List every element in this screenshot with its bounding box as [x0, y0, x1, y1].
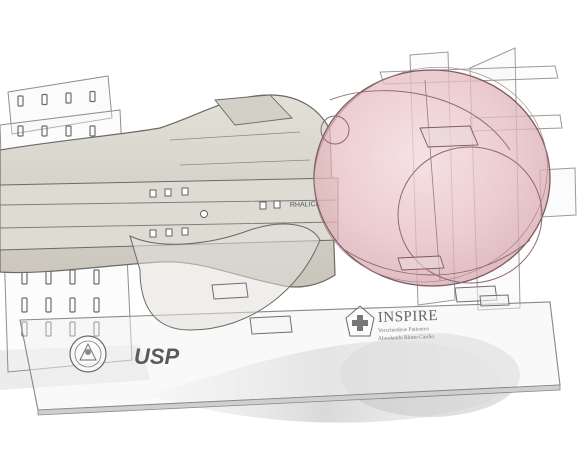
plate-slot [17, 125, 24, 137]
plate-slot [45, 297, 52, 313]
plate-slot [93, 297, 100, 313]
plate-slot [45, 321, 52, 337]
base-plate [19, 301, 561, 416]
plate-slot [17, 95, 24, 107]
plate-slot [41, 125, 48, 137]
plate-slot [65, 125, 72, 137]
plate-slot [69, 321, 76, 337]
inspire-subtitle-line2: Abordando Ritmo Cardio [378, 334, 435, 342]
plate-slot [93, 321, 100, 337]
inspire-logo-icon [345, 305, 375, 337]
plate-slot [65, 92, 72, 104]
head-phantom [313, 67, 551, 287]
plate-slot [69, 297, 76, 313]
plate-slot [41, 93, 48, 106]
plate-slot [93, 269, 100, 285]
support-brackets [211, 282, 510, 335]
inspire-subtitle-line1: Verschiedene Patienten [378, 326, 430, 334]
inspire-title: INSPIRE [378, 308, 439, 326]
usp-seal-icon [69, 335, 107, 373]
plate-slot [21, 297, 28, 313]
plate-slot [89, 125, 96, 137]
plate-engraving: RHALICK [290, 201, 321, 209]
plate-slot [89, 90, 96, 103]
mannequin-body: RHALICK [0, 94, 339, 331]
usp-logo-text: USP [134, 344, 180, 369]
